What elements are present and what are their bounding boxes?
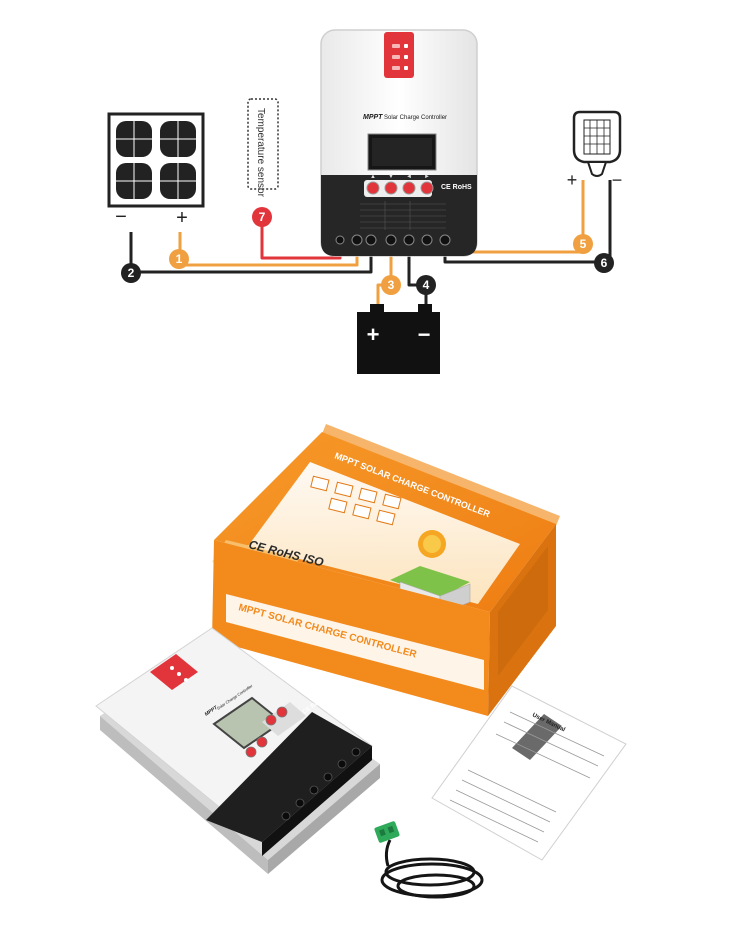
controller-button-glyph-up: ▲ — [370, 174, 376, 180]
marker-5-label: 5 — [580, 237, 587, 251]
controller-buttons — [364, 180, 434, 197]
wiring-diagram: − + Temperature sensor MPPT Solar Charge… — [107, 29, 623, 374]
controller-photo-black-panel — [206, 712, 372, 842]
battery-minus: − — [418, 322, 431, 347]
controller-photo: MPPT Solar Charge Controller CE RoHS — [95, 627, 380, 874]
controller-button-glyph-down: ▼ — [388, 174, 394, 180]
marker-4-label: 4 — [423, 278, 430, 292]
controller-button-glyph-left: ◄ — [406, 174, 412, 180]
marker-4: 4 — [416, 275, 436, 295]
load-lamp-icon — [572, 110, 622, 177]
marker-1-label: 1 — [176, 252, 183, 266]
load-plus: + — [567, 170, 578, 190]
controller-subtitle: Solar Charge Controller — [384, 115, 447, 121]
product-photo: MPPT SOLAR CHARGE CONTROLLER CE RoHS ISO… — [95, 424, 627, 899]
load-minus: − — [612, 170, 623, 190]
user-manual: User Manual — [431, 685, 627, 861]
controller-button-glyph-right: ► — [424, 174, 430, 180]
controller-spec-table — [360, 201, 446, 230]
charge-controller: MPPT Solar Charge Controller ▲ ▼ ◄ ► CE … — [320, 29, 478, 257]
solar-panel-plus: + — [176, 207, 188, 229]
marker-5: 5 — [573, 234, 593, 254]
controller-certifications: CE RoHS — [441, 184, 472, 191]
controller-photo-terminals — [281, 747, 361, 821]
marker-2-label: 2 — [128, 266, 135, 280]
marker-7-label: 7 — [259, 210, 266, 224]
battery-plus: + — [367, 322, 380, 347]
marker-6-label: 6 — [601, 256, 608, 270]
sun-icon — [418, 530, 446, 558]
marker-1: 1 — [169, 249, 189, 269]
marker-3: 3 — [381, 275, 401, 295]
temperature-sensor-icon — [247, 98, 279, 190]
marker-2: 2 — [121, 263, 141, 283]
sensor-connector — [374, 821, 400, 843]
marker-7: 7 — [252, 207, 272, 227]
solar-panel-icon — [107, 112, 205, 208]
battery-icon — [357, 304, 440, 374]
temperature-sensor-cable — [380, 839, 484, 899]
user-manual-text-lines — [449, 711, 605, 843]
controller-brand: MPPT — [363, 114, 383, 121]
controller-photo-buttons — [245, 702, 306, 758]
controller-lcd — [367, 133, 437, 171]
connection-markers: 1 2 3 4 5 6 7 — [121, 207, 614, 295]
controller-terminals — [335, 234, 451, 246]
marker-6: 6 — [594, 253, 614, 273]
box-feature-icons — [310, 475, 402, 526]
marker-3-label: 3 — [388, 278, 395, 292]
solar-panel-minus: − — [115, 206, 127, 228]
temperature-sensor-label: Temperature sensor — [255, 108, 266, 198]
